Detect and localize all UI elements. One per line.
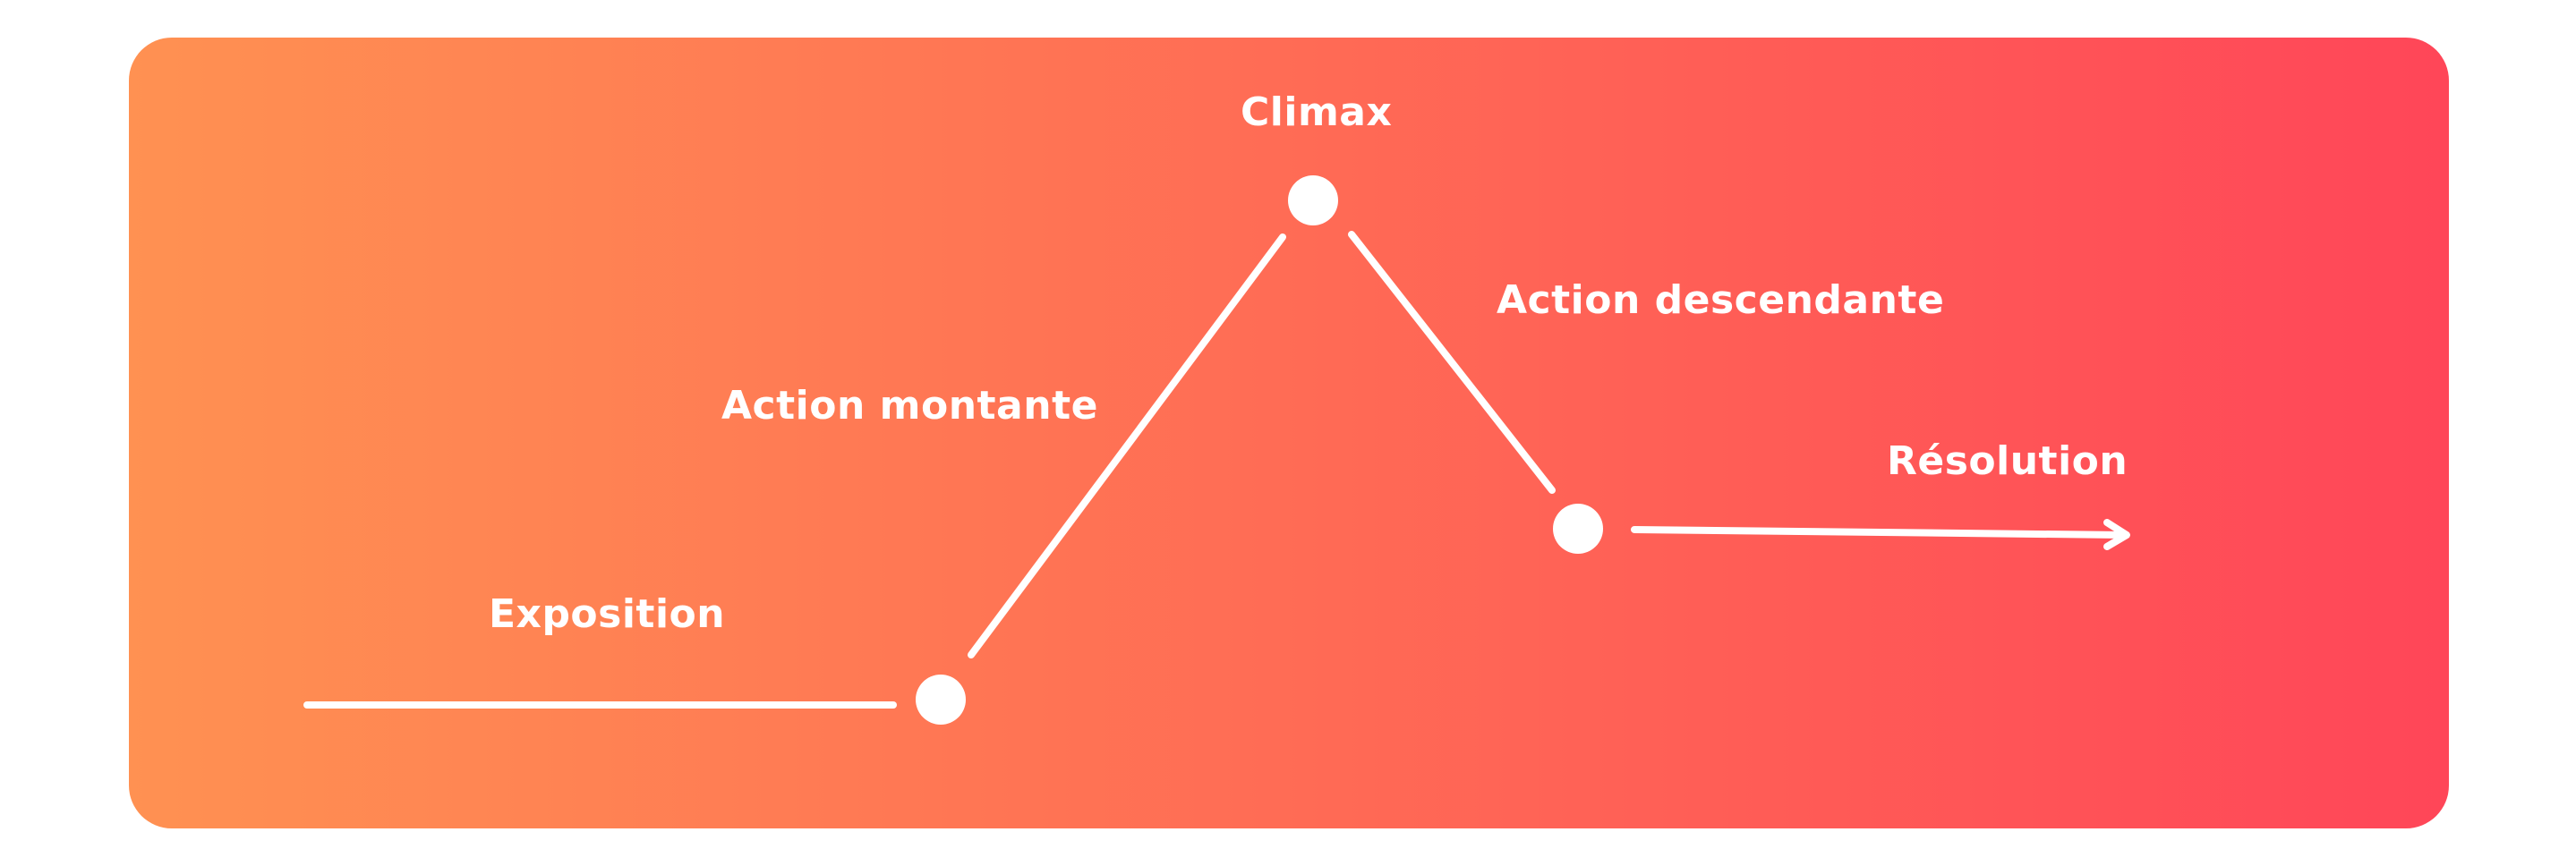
node-start-rising — [916, 675, 966, 725]
node-start-resolution — [1553, 504, 1603, 554]
label-rising-action: Action montante — [721, 383, 1098, 429]
label-exposition: Exposition — [489, 591, 726, 637]
resolution-arrowhead — [2103, 519, 2130, 550]
rising-action-line — [968, 233, 1286, 658]
resolution-line — [1631, 526, 2127, 539]
label-resolution: Résolution — [1887, 438, 2128, 484]
label-falling-action: Action descendante — [1497, 277, 1945, 323]
label-climax: Climax — [1241, 89, 1393, 135]
node-climax — [1288, 175, 1338, 225]
diagram-background-card — [129, 38, 2449, 828]
falling-action-line — [1348, 231, 1556, 494]
